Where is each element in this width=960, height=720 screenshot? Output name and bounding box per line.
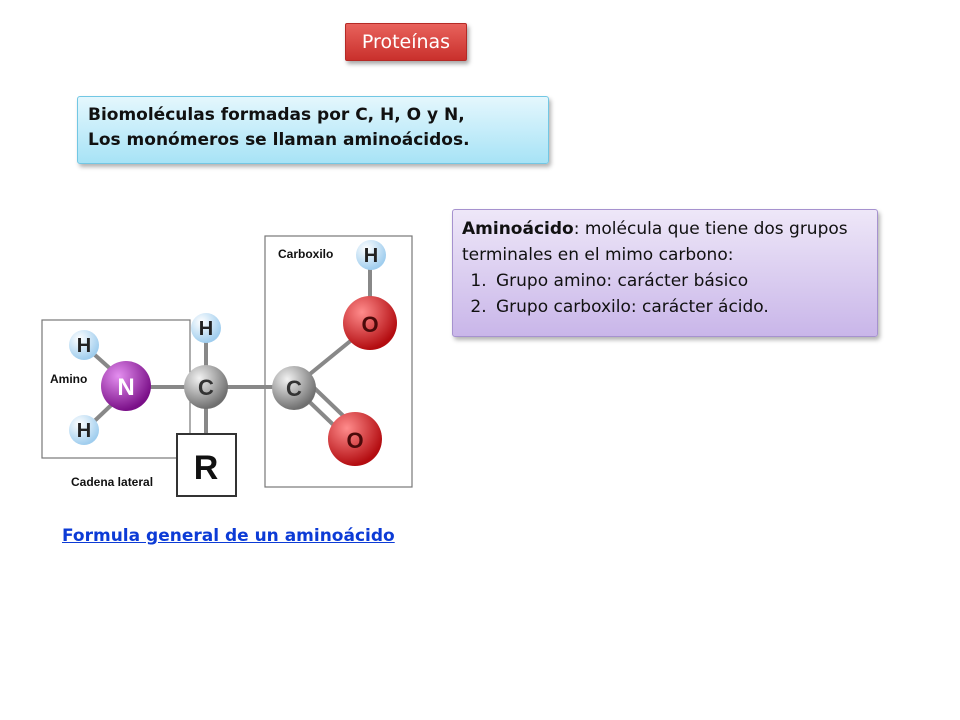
r-group-label: R xyxy=(194,449,219,487)
atom-h-carboxyl: H xyxy=(356,240,386,270)
amino-acid-diagram: R H H N H C C H O O Amino Carboxilo Cade… xyxy=(41,235,413,497)
atom-h-alpha: H xyxy=(191,313,221,343)
svg-text:H: H xyxy=(77,420,91,442)
definition-list: Grupo amino: carácter básico Grupo carbo… xyxy=(462,268,868,320)
amino-acid-formula-link[interactable]: Formula general de un aminoácido xyxy=(62,526,395,546)
intro-line-2: Los monómeros se llaman aminoácidos. xyxy=(88,130,470,150)
atom-o-carbonyl: O xyxy=(328,412,382,466)
svg-text:O: O xyxy=(361,312,378,337)
definition-text: Aminoácido: molécula que tiene dos grupo… xyxy=(462,216,868,268)
title-banner: Proteínas xyxy=(345,23,467,61)
atom-n: N xyxy=(101,361,151,411)
svg-text:H: H xyxy=(77,335,91,357)
definition-box: Aminoácido: molécula que tiene dos grupo… xyxy=(452,209,878,337)
svg-text:N: N xyxy=(117,374,134,401)
atom-h-amino-top: H xyxy=(69,330,99,360)
definition-item-amino: Grupo amino: carácter básico xyxy=(492,268,868,294)
definition-term: Aminoácido xyxy=(462,219,574,239)
svg-text:O: O xyxy=(346,428,363,453)
definition-body: : molécula que tiene dos grupos terminal… xyxy=(462,219,848,265)
svg-text:C: C xyxy=(286,376,302,401)
atom-h-amino-bottom: H xyxy=(69,415,99,445)
amino-label: Amino xyxy=(50,372,87,386)
side-chain-label: Cadena lateral xyxy=(71,475,153,489)
carboxyl-label: Carboxilo xyxy=(278,247,333,261)
atom-o-hydroxyl: O xyxy=(343,296,397,350)
svg-text:H: H xyxy=(199,318,213,340)
page-title: Proteínas xyxy=(361,31,451,53)
definition-item-carboxyl: Grupo carboxilo: carácter ácido. xyxy=(492,294,868,320)
atom-c-carboxyl: C xyxy=(272,366,316,410)
svg-text:C: C xyxy=(198,375,214,400)
r-group-box xyxy=(176,433,237,497)
atom-c-alpha: C xyxy=(184,365,228,409)
carboxyl-group-frame xyxy=(264,235,413,488)
intro-line-1: Biomoléculas formadas por C, H, O y N, xyxy=(88,105,465,125)
svg-text:H: H xyxy=(364,245,378,267)
intro-box: Biomoléculas formadas por C, H, O y N, L… xyxy=(77,96,549,164)
